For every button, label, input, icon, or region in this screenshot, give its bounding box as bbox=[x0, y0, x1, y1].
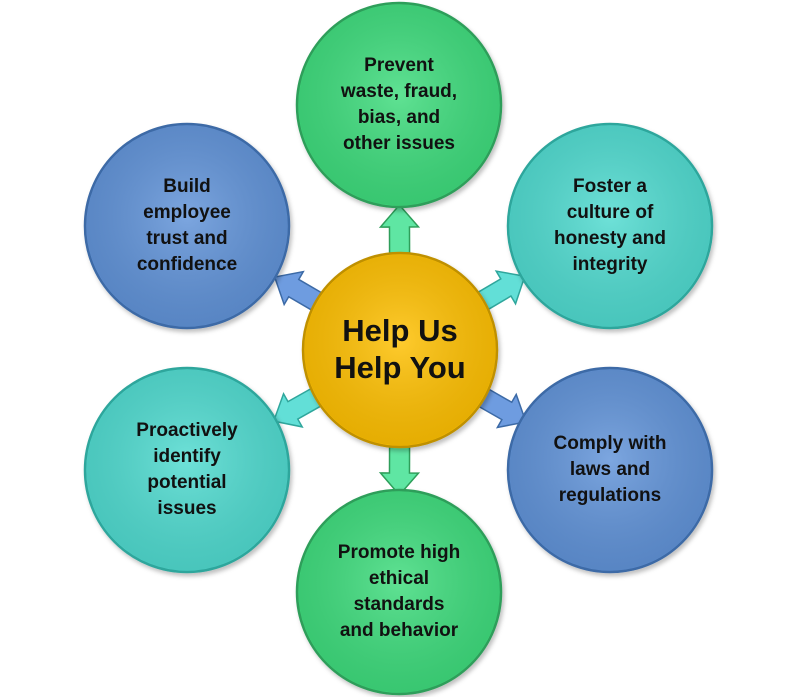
center-line-2: Help You bbox=[334, 350, 466, 385]
arrow-to-foster bbox=[477, 270, 526, 311]
node-promote-line-2: ethical bbox=[368, 568, 430, 589]
center-label: Help Us Help You bbox=[315, 294, 485, 404]
arrow-to-prevent bbox=[378, 203, 421, 254]
node-build-line-2: employee bbox=[143, 202, 231, 223]
node-comply-line-3: regulations bbox=[558, 485, 662, 506]
node-comply-circle bbox=[506, 366, 714, 574]
arrow-to-build bbox=[273, 270, 323, 311]
node-comply-label: Comply with laws and regulations bbox=[530, 400, 690, 540]
node-proactive-line-3: potential bbox=[147, 472, 227, 493]
node-prevent-line-4: other issues bbox=[343, 133, 455, 154]
node-prevent-line-3: bias, and bbox=[357, 107, 441, 128]
arrow-to-promote bbox=[378, 446, 421, 497]
node-promote-line-3: standards bbox=[353, 594, 445, 615]
node-prevent-circle bbox=[295, 1, 503, 209]
node-proactive-line-4: issues bbox=[157, 498, 217, 519]
node-proactive-label: Proactively identify potential issues bbox=[107, 400, 267, 540]
node-prevent-label: Prevent waste, fraud, bias, and other is… bbox=[319, 35, 479, 175]
arrow-to-proactive bbox=[272, 387, 322, 428]
node-prevent-line-2: waste, fraud, bbox=[340, 81, 458, 102]
node-promote-label: Promote high ethical standards and behav… bbox=[319, 522, 479, 662]
node-foster-label: Foster a culture of honesty and integrit… bbox=[530, 156, 690, 296]
node-comply-line-2: laws and bbox=[569, 459, 651, 480]
node-prevent-line-1: Prevent bbox=[364, 55, 434, 76]
node-foster-line-4: integrity bbox=[572, 254, 648, 275]
node-build-line-4: confidence bbox=[136, 254, 238, 275]
node-promote-circle bbox=[295, 488, 503, 696]
node-proactive-circle bbox=[83, 366, 291, 574]
node-build-line-3: trust and bbox=[146, 228, 228, 249]
center-circle bbox=[301, 251, 499, 449]
node-promote-line-4: and behavior bbox=[339, 620, 459, 641]
arrow-to-comply bbox=[478, 388, 527, 429]
node-build-circle bbox=[83, 122, 291, 330]
circles-layer bbox=[83, 1, 714, 696]
arrows-layer bbox=[272, 203, 527, 497]
node-foster-line-3: honesty and bbox=[554, 228, 666, 249]
node-promote-line-1: Promote high bbox=[337, 542, 461, 563]
node-build-line-1: Build bbox=[163, 176, 211, 197]
node-foster-line-1: Foster a bbox=[573, 176, 647, 197]
node-foster-circle bbox=[506, 122, 714, 330]
node-build-label: Build employee trust and confidence bbox=[107, 156, 267, 296]
center-line-1: Help Us bbox=[342, 313, 458, 348]
node-foster-line-2: culture of bbox=[566, 202, 654, 223]
node-proactive-line-2: identify bbox=[153, 446, 221, 467]
node-proactive-line-1: Proactively bbox=[136, 420, 238, 441]
node-comply-line-1: Comply with bbox=[553, 433, 667, 454]
